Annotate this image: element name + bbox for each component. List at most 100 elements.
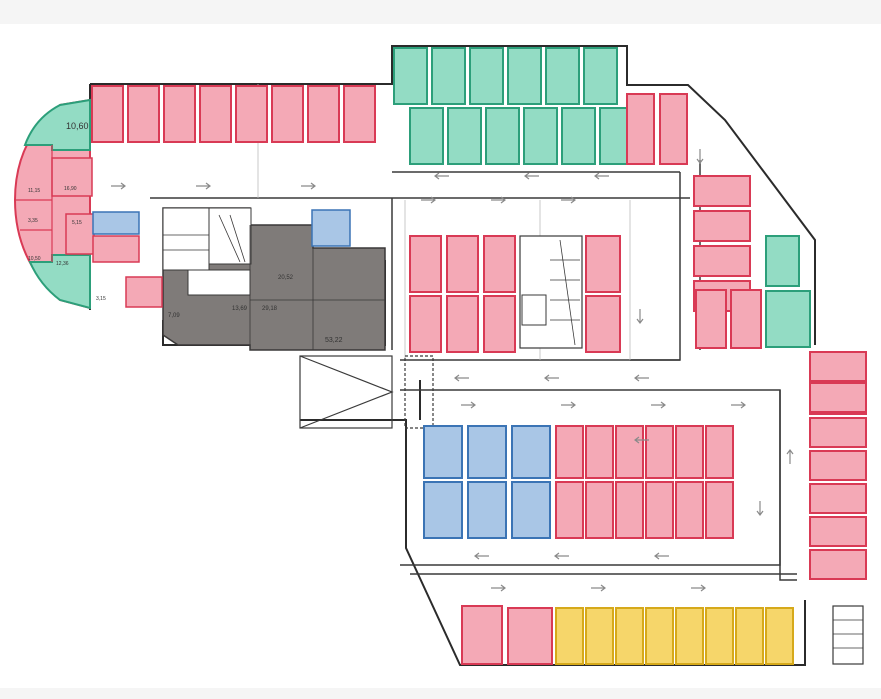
parking-space-60 [585, 481, 614, 539]
direction-arrow-2 [196, 182, 211, 190]
direction-arrow-20 [491, 584, 506, 592]
direction-arrow-4 [434, 172, 449, 180]
parking-space-63 [675, 481, 704, 539]
parking-space-56 [645, 425, 674, 479]
direction-arrows [111, 149, 794, 592]
top-band [0, 0, 881, 24]
left-wing-partitions [15, 145, 53, 262]
parking-space-9 [393, 47, 428, 105]
parking-space-62 [645, 481, 674, 539]
parking-space-8 [343, 85, 376, 143]
direction-arrow-3 [301, 182, 316, 190]
parking-space-32 [446, 235, 479, 293]
direction-arrow-10 [454, 374, 469, 382]
direction-arrow-27 [634, 436, 649, 444]
room-label-core-b: 29,18 [262, 306, 278, 312]
room-label-left-f: 12,36 [56, 261, 69, 267]
parking-space-69 [615, 607, 644, 665]
direction-arrow-24 [756, 501, 764, 516]
direction-arrow-19 [654, 552, 669, 560]
parking-space-55 [615, 425, 644, 479]
parking-space-42 [809, 450, 867, 481]
parking-space-70 [645, 607, 674, 665]
parking-space-66 [507, 607, 553, 665]
parking-space-48 [467, 425, 507, 479]
parking-space-11 [469, 47, 504, 105]
direction-arrow-18 [554, 552, 569, 560]
parking-space-7 [307, 85, 340, 143]
room-label-left-g: 3,15 [96, 296, 106, 302]
parking-space-12 [507, 47, 542, 105]
parking-space-68 [585, 607, 614, 665]
direction-arrow-15 [651, 401, 666, 409]
parking-space-14 [583, 47, 618, 105]
parking-space-38 [585, 295, 621, 353]
parking-space-61 [615, 481, 644, 539]
parking-space-19 [561, 107, 596, 165]
parking-space-41 [809, 417, 867, 448]
parking-space-36 [483, 295, 516, 353]
parking-space-57 [675, 425, 704, 479]
parking-space-65 [461, 605, 503, 665]
parking-space-72 [705, 607, 734, 665]
direction-arrow-12 [634, 374, 649, 382]
direction-arrow-22 [691, 584, 706, 592]
parking-space-39 [809, 351, 867, 382]
direction-arrow-9 [561, 196, 576, 204]
room-label-core-d: 53,22 [325, 337, 343, 344]
parking-spaces [91, 47, 867, 665]
parking-space-53 [555, 425, 584, 479]
parking-space-50 [423, 481, 463, 539]
parking-space-52 [511, 481, 551, 539]
entry-ramp [299, 355, 434, 429]
parking-space-31 [409, 235, 442, 293]
parking-space-28 [765, 290, 811, 348]
parking-space-67 [555, 607, 584, 665]
stair-core-inner [519, 235, 583, 349]
direction-arrow-25 [786, 449, 794, 464]
room-label-left-a: 11,15 [28, 188, 40, 194]
room-label-left-h: 7,09 [168, 313, 180, 319]
parking-space-2 [127, 85, 160, 143]
parking-space-74 [765, 607, 794, 665]
parking-space-37 [585, 235, 621, 293]
room-label-left-b: 16,90 [64, 186, 77, 192]
teal-storage-bottom [28, 254, 91, 310]
parking-space-58 [705, 425, 734, 479]
vestibule [187, 269, 251, 296]
parking-space-71 [675, 607, 704, 665]
parking-space-17 [485, 107, 520, 165]
stair-treads [163, 214, 246, 263]
core-partitions [249, 225, 385, 350]
parking-space-23 [693, 175, 751, 207]
parking-space-30 [730, 289, 762, 349]
parking-space-46 [809, 382, 867, 413]
parking-space-29 [695, 289, 727, 349]
parking-space-15 [409, 107, 444, 165]
direction-arrow-1 [111, 182, 126, 190]
parking-space-5 [235, 85, 268, 143]
storage-room-g [92, 235, 140, 263]
bottom-band [0, 688, 881, 699]
elevator-core [208, 207, 252, 265]
parking-space-25 [693, 245, 751, 277]
parking-space-21 [626, 93, 655, 165]
parking-space-33 [483, 235, 516, 293]
stair-right-bottom [832, 605, 864, 665]
room-label-core-a: 13,69 [232, 306, 248, 312]
parking-space-47 [423, 425, 463, 479]
parking-space-73 [735, 607, 764, 665]
parking-space-59 [555, 481, 584, 539]
parking-space-1 [91, 85, 124, 143]
core-block [162, 207, 386, 351]
parking-space-54 [585, 425, 614, 479]
parking-space-24 [693, 210, 751, 242]
storage-room-b [51, 157, 93, 197]
direction-arrow-13 [461, 401, 476, 409]
parking-space-10 [431, 47, 466, 105]
parking-space-27 [765, 235, 800, 287]
room-label-left-d: 10,50 [28, 256, 41, 262]
parking-space-43 [809, 483, 867, 514]
parking-space-35 [446, 295, 479, 353]
parking-space-4 [199, 85, 232, 143]
